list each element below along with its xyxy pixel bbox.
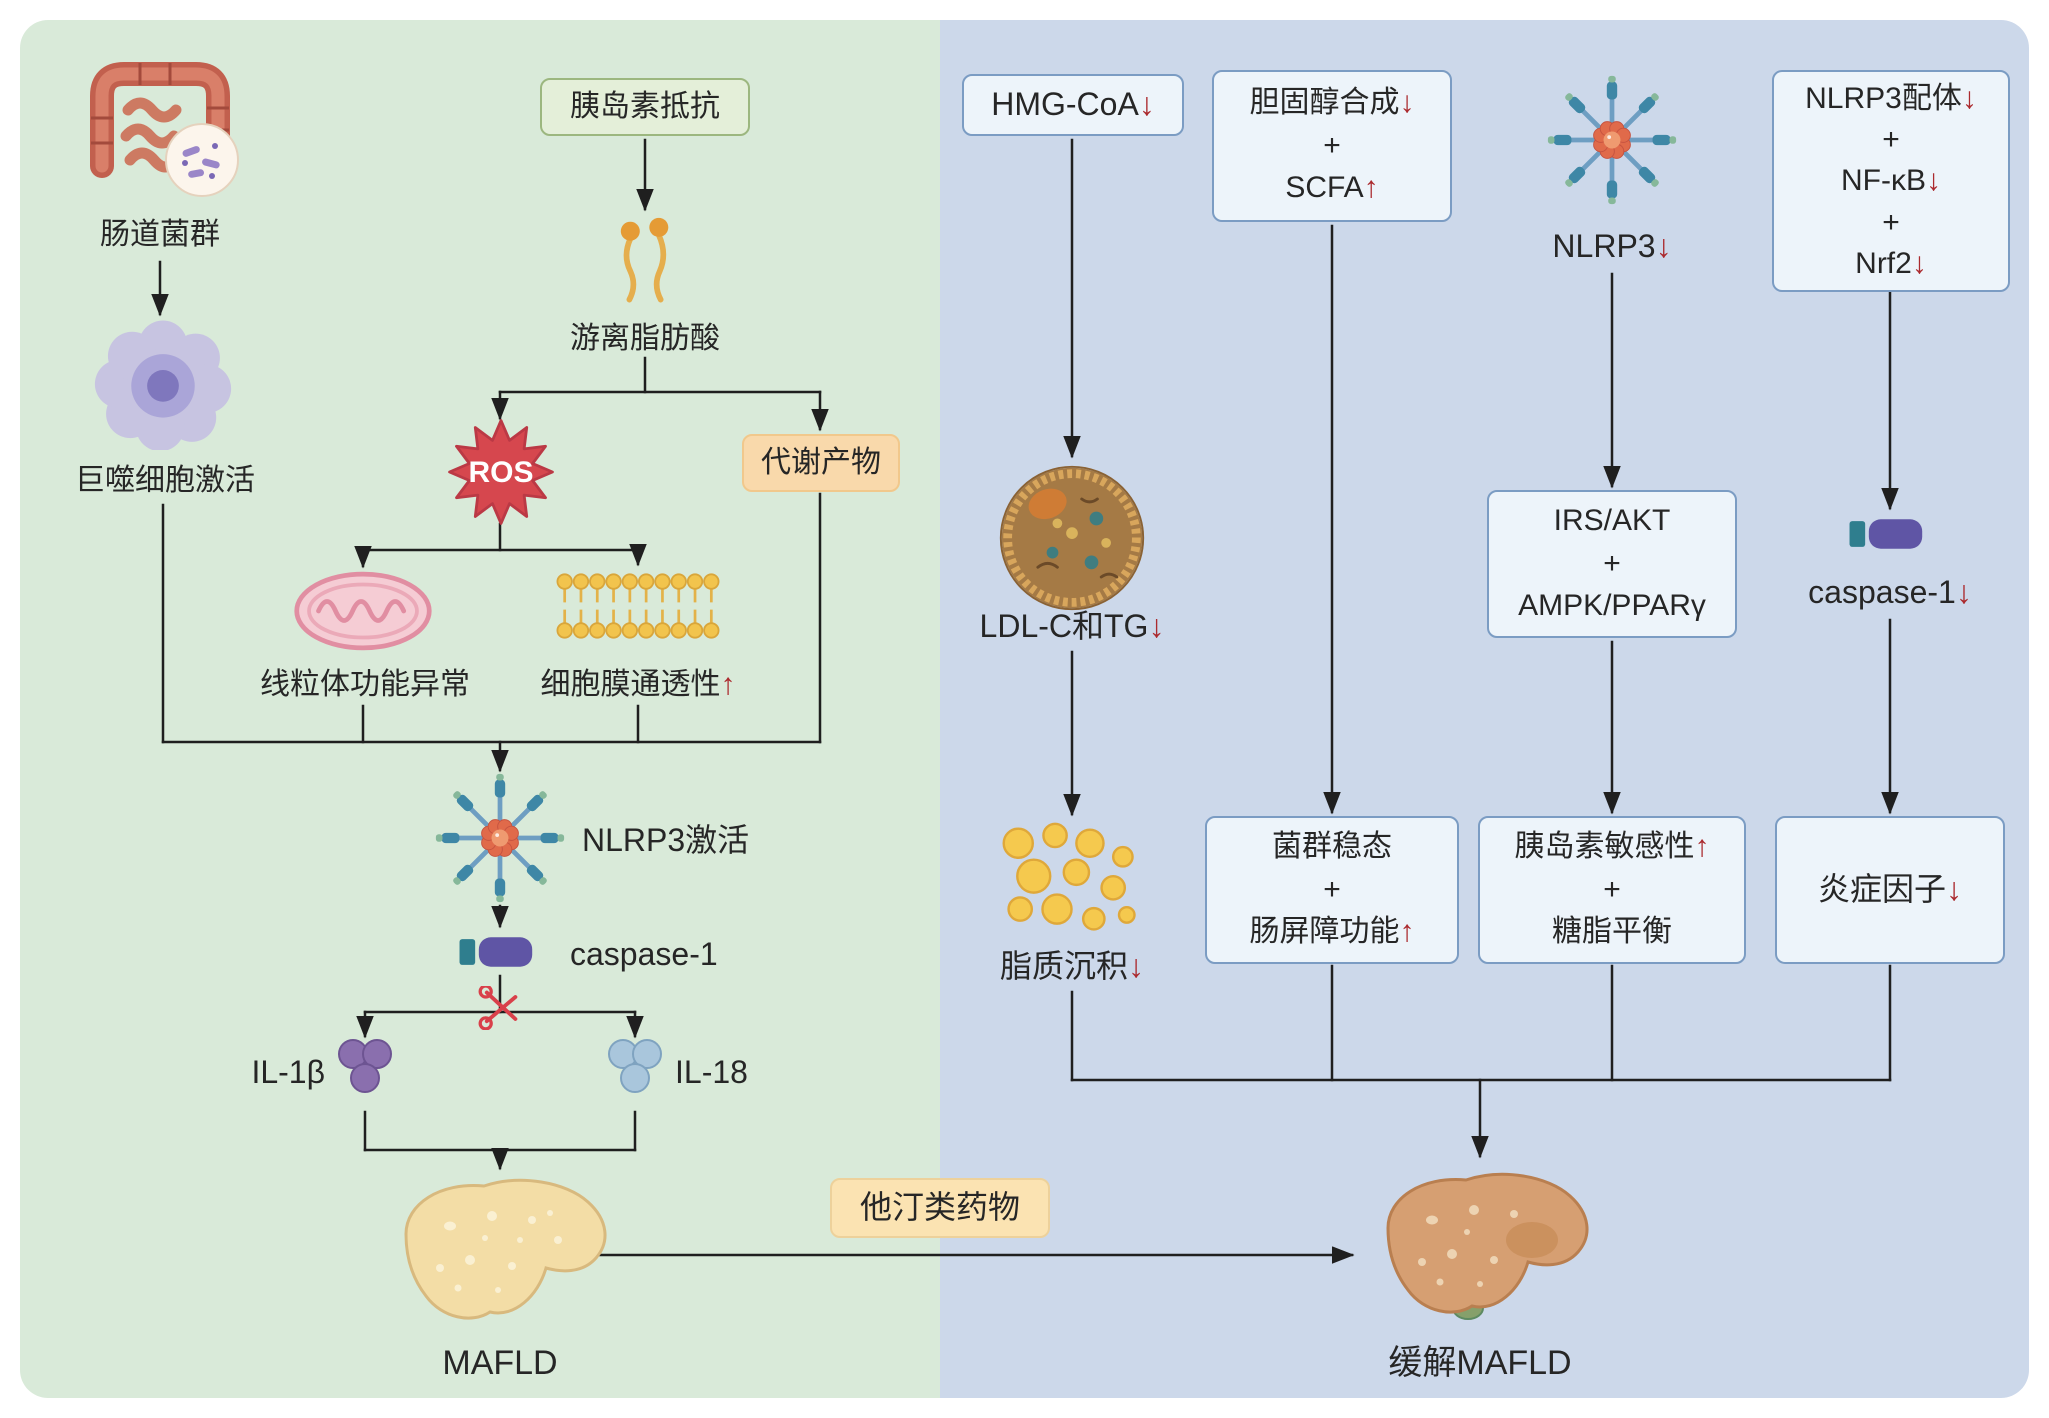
cholesterol-scfa-box: 胆固醇合成↓ + SCFA↑: [1212, 70, 1452, 222]
remission-liver-icon: [1386, 1172, 1589, 1320]
nlrp3-ligand-nfkb-nrf2-box: NLRP3配体↓ + NF-κB↓ + Nrf2↓: [1772, 70, 2010, 292]
mafld-liver-icon: [404, 1178, 607, 1320]
caspase1-icon: [459, 937, 533, 967]
il18-cytokine-icon: [608, 1039, 662, 1093]
nlrp3-inflammasome-icon-right: [1546, 74, 1678, 206]
nlrp3-activation-label: NLRP3激活: [582, 822, 750, 858]
free-fatty-acid-label: 游离脂肪酸: [570, 322, 720, 355]
il1b-label: IL-1β: [251, 1054, 325, 1090]
nlrp3-inflammasome-icon: [434, 772, 566, 904]
ldl-particle-icon: [999, 465, 1145, 611]
membrane-permeability-label: 细胞膜通透性↑: [540, 668, 736, 701]
insulin-resistance-box: 胰岛素抵抗: [540, 78, 750, 136]
lipid-droplets-icon: [1002, 822, 1136, 931]
remission-mafld-label: 缓解MAFLD: [1388, 1344, 1572, 1382]
free-fatty-acid-icon: [620, 217, 669, 303]
left-panel-background: [20, 20, 940, 1398]
microbiota-homeostasis-box: 菌群稳态 + 肠屏障功能↑: [1205, 816, 1459, 964]
membrane-bilayer-icon: [556, 573, 720, 639]
il1b-cytokine-icon: [338, 1039, 392, 1093]
mafld-label: MAFLD: [442, 1344, 558, 1382]
insulin-sensitivity-box: 胰岛素敏感性↑ + 糖脂平衡: [1478, 816, 1746, 964]
mitochondria-dysfunction-label: 线粒体功能异常: [260, 668, 470, 701]
ldl-tg-label: LDL-C和TG↓: [979, 608, 1165, 644]
caspase1-label: caspase-1: [570, 936, 718, 972]
il18-label: IL-18: [675, 1054, 748, 1090]
nlrp3-down-label: NLRP3↓: [1552, 228, 1672, 264]
macrophage-activation-label: 巨噬细胞激活: [75, 464, 255, 497]
caspase1-down-label: caspase-1↓: [1808, 574, 1972, 610]
irs-akt-ampk-box: IRS/AKT + AMPK/PPARγ: [1487, 490, 1737, 638]
metabolites-box: 代谢产物: [742, 434, 900, 492]
scissors-icon: [478, 986, 518, 1030]
ros-label: ROS: [468, 456, 534, 489]
macrophage-icon: [94, 320, 232, 450]
hmgcoa-box: HMG-CoA↓: [962, 74, 1184, 136]
inflammatory-factors-box: 炎症因子↓: [1775, 816, 2005, 964]
ros-burst-icon: [448, 419, 554, 525]
gut-microbiota-label: 肠道菌群: [100, 218, 220, 251]
statins-box: 他汀类药物: [830, 1178, 1050, 1238]
caspase1-icon-right: [1849, 519, 1923, 549]
lipid-deposition-label: 脂质沉积↓: [999, 948, 1144, 984]
intestine-icon: [90, 62, 239, 197]
mitochondria-icon: [294, 571, 432, 651]
